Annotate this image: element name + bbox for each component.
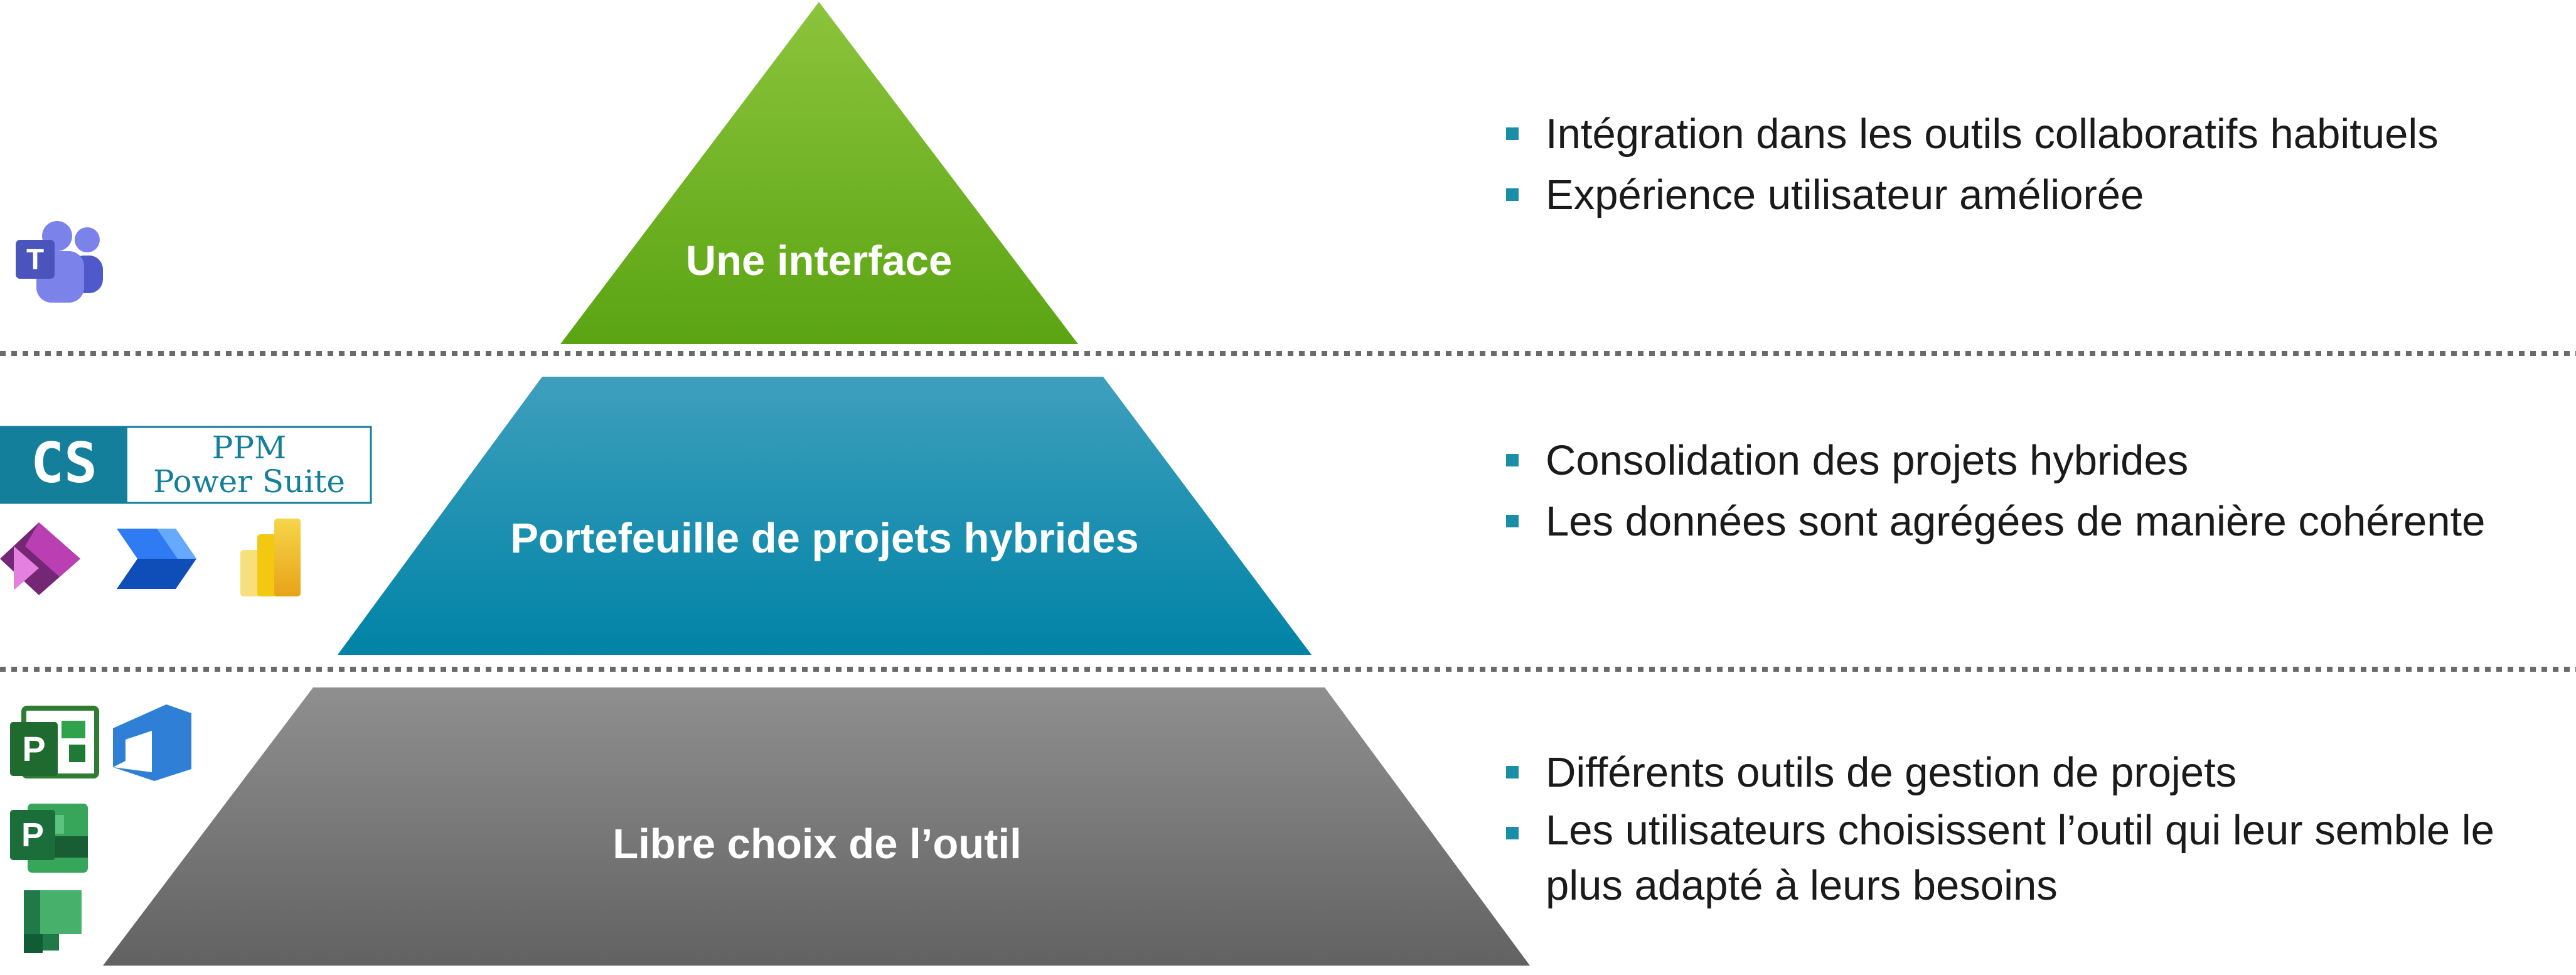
azure-devops-icon [113, 704, 191, 781]
pyramid-layer-top [560, 2, 1078, 344]
bullet-item: Consolidation des projets hybrides [1506, 430, 2560, 491]
svg-text:PPM: PPM [212, 429, 286, 466]
layer-label-bottom: Libre choix de l’outil [612, 821, 1021, 868]
svg-text:P: P [21, 816, 44, 854]
ppm-power-suite-logo: CS PPM Power Suite [0, 426, 372, 504]
svg-text:Power Suite: Power Suite [153, 463, 345, 500]
bullet-item: Les données sont agrégées de manière coh… [1506, 491, 2560, 552]
svg-text:T: T [26, 243, 44, 276]
layer-label-middle: Portefeuille de projets hybrides [510, 515, 1139, 562]
teams-icon: T [16, 221, 103, 303]
bullet-item: Expérience utilisateur améliorée [1506, 164, 2560, 225]
layer-label-top: Une interface [686, 237, 952, 284]
svg-text:P: P [22, 729, 45, 768]
power-automate-icon [117, 529, 196, 589]
power-bi-icon [240, 519, 301, 596]
project-online-icon: P [10, 804, 88, 873]
bullet-list-top: Intégration dans les outils collaboratif… [1506, 104, 2560, 225]
pyramid-layer-middle [338, 377, 1312, 655]
power-apps-icon [0, 522, 80, 595]
bullet-list-bottom: Différents outils de gestion de projets … [1506, 742, 2560, 913]
bullet-item: Intégration dans les outils collaboratif… [1506, 104, 2560, 164]
planner-icon [24, 890, 82, 953]
bullet-list-middle: Consolidation des projets hybrides Les d… [1506, 430, 2560, 552]
pyramid-layer-bottom [103, 687, 1530, 966]
svg-text:CS: CS [31, 431, 97, 495]
bullet-item: Les utilisateurs choisissent l’outil qui… [1506, 803, 2560, 913]
project-icon: P [10, 706, 99, 778]
bullet-item: Différents outils de gestion de projets [1506, 742, 2560, 803]
